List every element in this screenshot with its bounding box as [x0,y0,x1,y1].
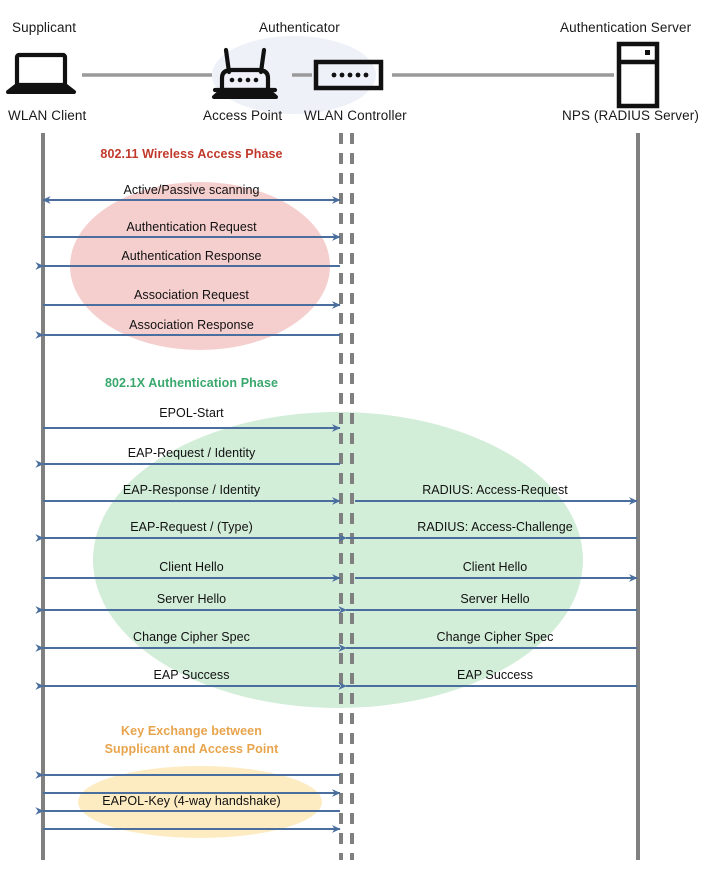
message-label-server-hello-left: Server Hello [156,592,227,606]
server-rack-icon [616,41,660,109]
laptop-icon [6,52,76,94]
message-label-server-hello-right: Server Hello [460,592,530,606]
message-label-association-request: Association Request [134,288,249,302]
message-label-authentication-request: Authentication Request [126,220,257,234]
phase-title-key-exchange-line1: Key Exchange between [121,724,262,738]
role-title-supplicant: Supplicant [12,20,77,35]
message-label-eap-request-identity: EAP-Request / Identity [127,446,256,460]
phase-title-key-exchange: Key Exchange between Supplicant and Acce… [43,722,340,758]
message-label-change-cipher-spec-left: Change Cipher Spec [133,630,250,644]
node-label-wlan-client: WLAN Client [8,108,87,123]
message-label-association-response: Association Response [129,318,254,332]
message-label-active-passive-scanning: Active/Passive scanning [123,183,260,197]
phase-keyexchange-arrows [35,771,341,833]
phase-title-80211: 802.11 Wireless Access Phase [100,147,283,161]
message-label-eapol-key-handshake: EAPOL-Key (4-way handshake) [102,794,281,808]
message-label-eap-success-left: EAP Success [153,668,230,682]
phase-title-key-exchange-line2: Supplicant and Access Point [104,742,279,756]
phase-8021x-arrows-right [338,497,638,690]
phase-8021x-arrows-left [35,424,341,690]
message-label-eap-success-right: EAP Success [456,668,534,682]
message-label-eap-request-type: EAP-Request / (Type) [130,520,253,534]
node-label-wlan-controller: WLAN Controller [304,108,407,123]
node-label-access-point: Access Point [203,108,283,123]
phase-80211-arrows [35,196,341,339]
phase-ellipses [70,182,583,838]
message-label-eap-response-identity: EAP-Response / Identity [122,483,261,497]
message-label-authentication-response: Authentication Response [121,249,262,263]
access-point-icon [212,47,278,99]
role-title-authenticator: Authenticator [259,20,340,35]
wlan-controller-icon [313,59,384,91]
node-label-nps-radius-server: NPS (RADIUS Server) [562,108,699,123]
phase-title-8021x: 802.1X Authentication Phase [104,376,279,390]
lifelines [41,133,640,860]
phase-keyexchange-ellipse [78,766,322,838]
message-label-change-cipher-spec-right: Change Cipher Spec [436,630,554,644]
phase-8021x-ellipse [93,412,583,708]
message-label-client-hello-right: Client Hello [462,560,528,574]
message-label-epol-start: EPOL-Start [159,406,224,420]
message-label-client-hello-left: Client Hello [159,560,224,574]
message-label-radius-access-challenge: RADIUS: Access-Challenge [417,520,573,534]
role-title-authentication-server: Authentication Server [560,20,692,35]
message-label-radius-access-request: RADIUS: Access-Request [422,483,568,497]
